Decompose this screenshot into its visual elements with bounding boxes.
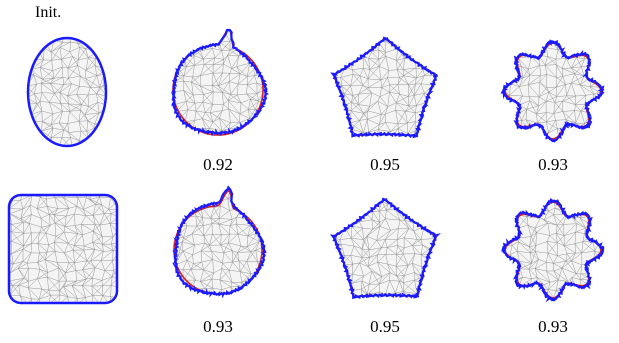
score-label: 0.95 [370,317,400,336]
mesh-lines [9,195,117,303]
panel-init-rounded-square [7,193,119,305]
mesh-fill [502,41,603,142]
result-curve [500,39,605,143]
score-label: 0.92 [203,155,233,174]
result-curve [501,197,605,303]
result-curve [172,185,267,299]
panel-init-ellipse [26,36,108,148]
score-label: 0.95 [370,155,400,174]
panel-row1-pentagon [330,36,439,139]
mesh-edges [9,195,117,303]
init-curve [26,36,108,148]
score-label: 0.93 [538,317,568,336]
panel-row2-star [501,197,605,303]
result-curve [329,197,442,300]
score-label: 0.93 [203,317,233,336]
init-column-label: Init. [35,4,61,21]
panel-row1-star [500,39,605,143]
init-curve [7,193,119,305]
score-label: 0.93 [538,155,568,174]
result-curve [330,36,439,139]
panel-row2-pentagon [329,197,442,300]
panel-row2-bump [172,185,267,299]
mesh-fill [332,199,437,298]
panel-row1-bump [171,28,269,137]
result-curve [171,28,269,137]
